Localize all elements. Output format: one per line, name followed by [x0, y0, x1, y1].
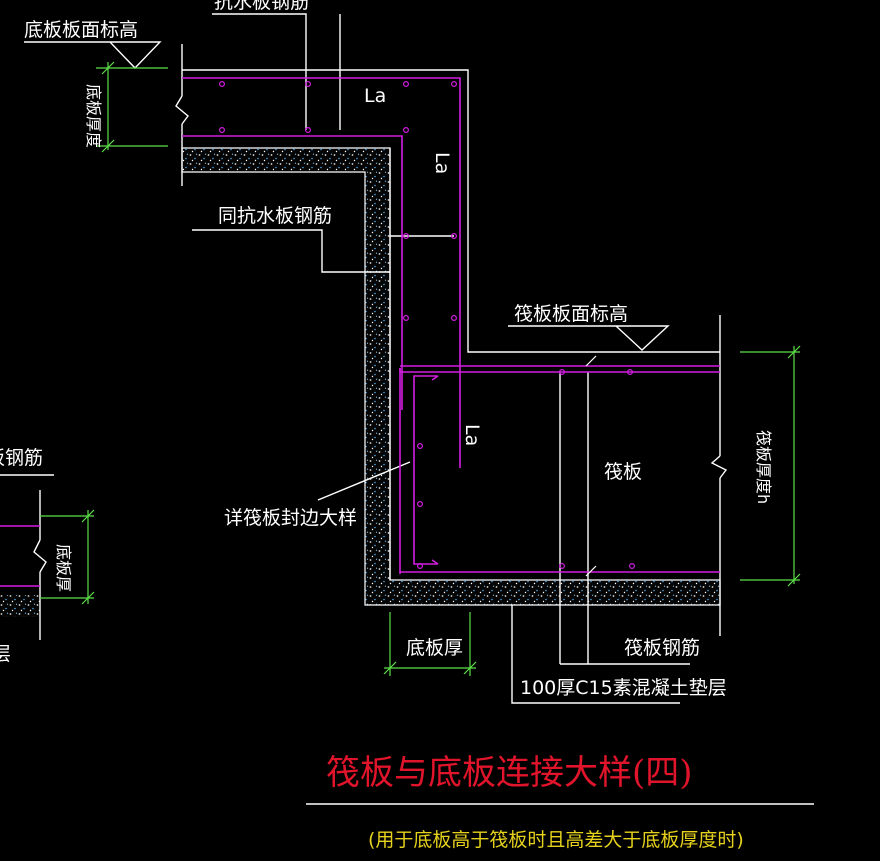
label-raft-top-elev: 筏板板面标高 [514, 303, 628, 325]
label-la-top: La [364, 85, 386, 107]
label-la-mid: La [461, 424, 483, 446]
label-anti-water-rebar-top: 抗水板钢筋 [214, 0, 309, 13]
label-same-anti-water-rebar: 同抗水板钢筋 [218, 205, 332, 227]
label-cushion-layer: 100厚C15素混凝土垫层 [520, 677, 727, 699]
structure-outline [0, 13, 814, 805]
label-raft-slab: 筏板 [604, 461, 642, 483]
label-bottom-slab-elev: 底板板面标高 [24, 19, 138, 41]
label-left-cut-rebar: 板钢筋 [0, 447, 43, 469]
cushion-layer-hatch [0, 147, 721, 617]
label-raft-rebar: 筏板钢筋 [624, 637, 700, 659]
rebar-dots [219, 80, 635, 569]
rebar-lines [0, 77, 720, 587]
label-bottom-slab-thickness-left: 底板厚度 [84, 84, 103, 148]
drawing-title: 筏板与底板连接大样(四) [326, 753, 693, 793]
label-left-cut-char: 层 [0, 643, 11, 665]
label-bottom-slab-thickness: 底板厚 [406, 637, 463, 659]
label-raft-edge-detail: 详筏板封边大样 [224, 507, 357, 529]
drawing-labels: 底板板面标高 抗水板钢筋 底板厚度 La La 同抗水板钢筋 筏板板面标高 La… [0, 0, 773, 699]
drawing-subtitle: (用于底板高于筏板时且高差大于底板厚度时) [368, 829, 744, 851]
label-raft-thickness-h: 筏板厚度h [754, 430, 773, 504]
label-left-cut-thick: 底板厚 [54, 544, 73, 592]
tick-marks [585, 355, 597, 577]
dimension-lines [40, 61, 801, 676]
label-la-right: La [431, 152, 453, 174]
